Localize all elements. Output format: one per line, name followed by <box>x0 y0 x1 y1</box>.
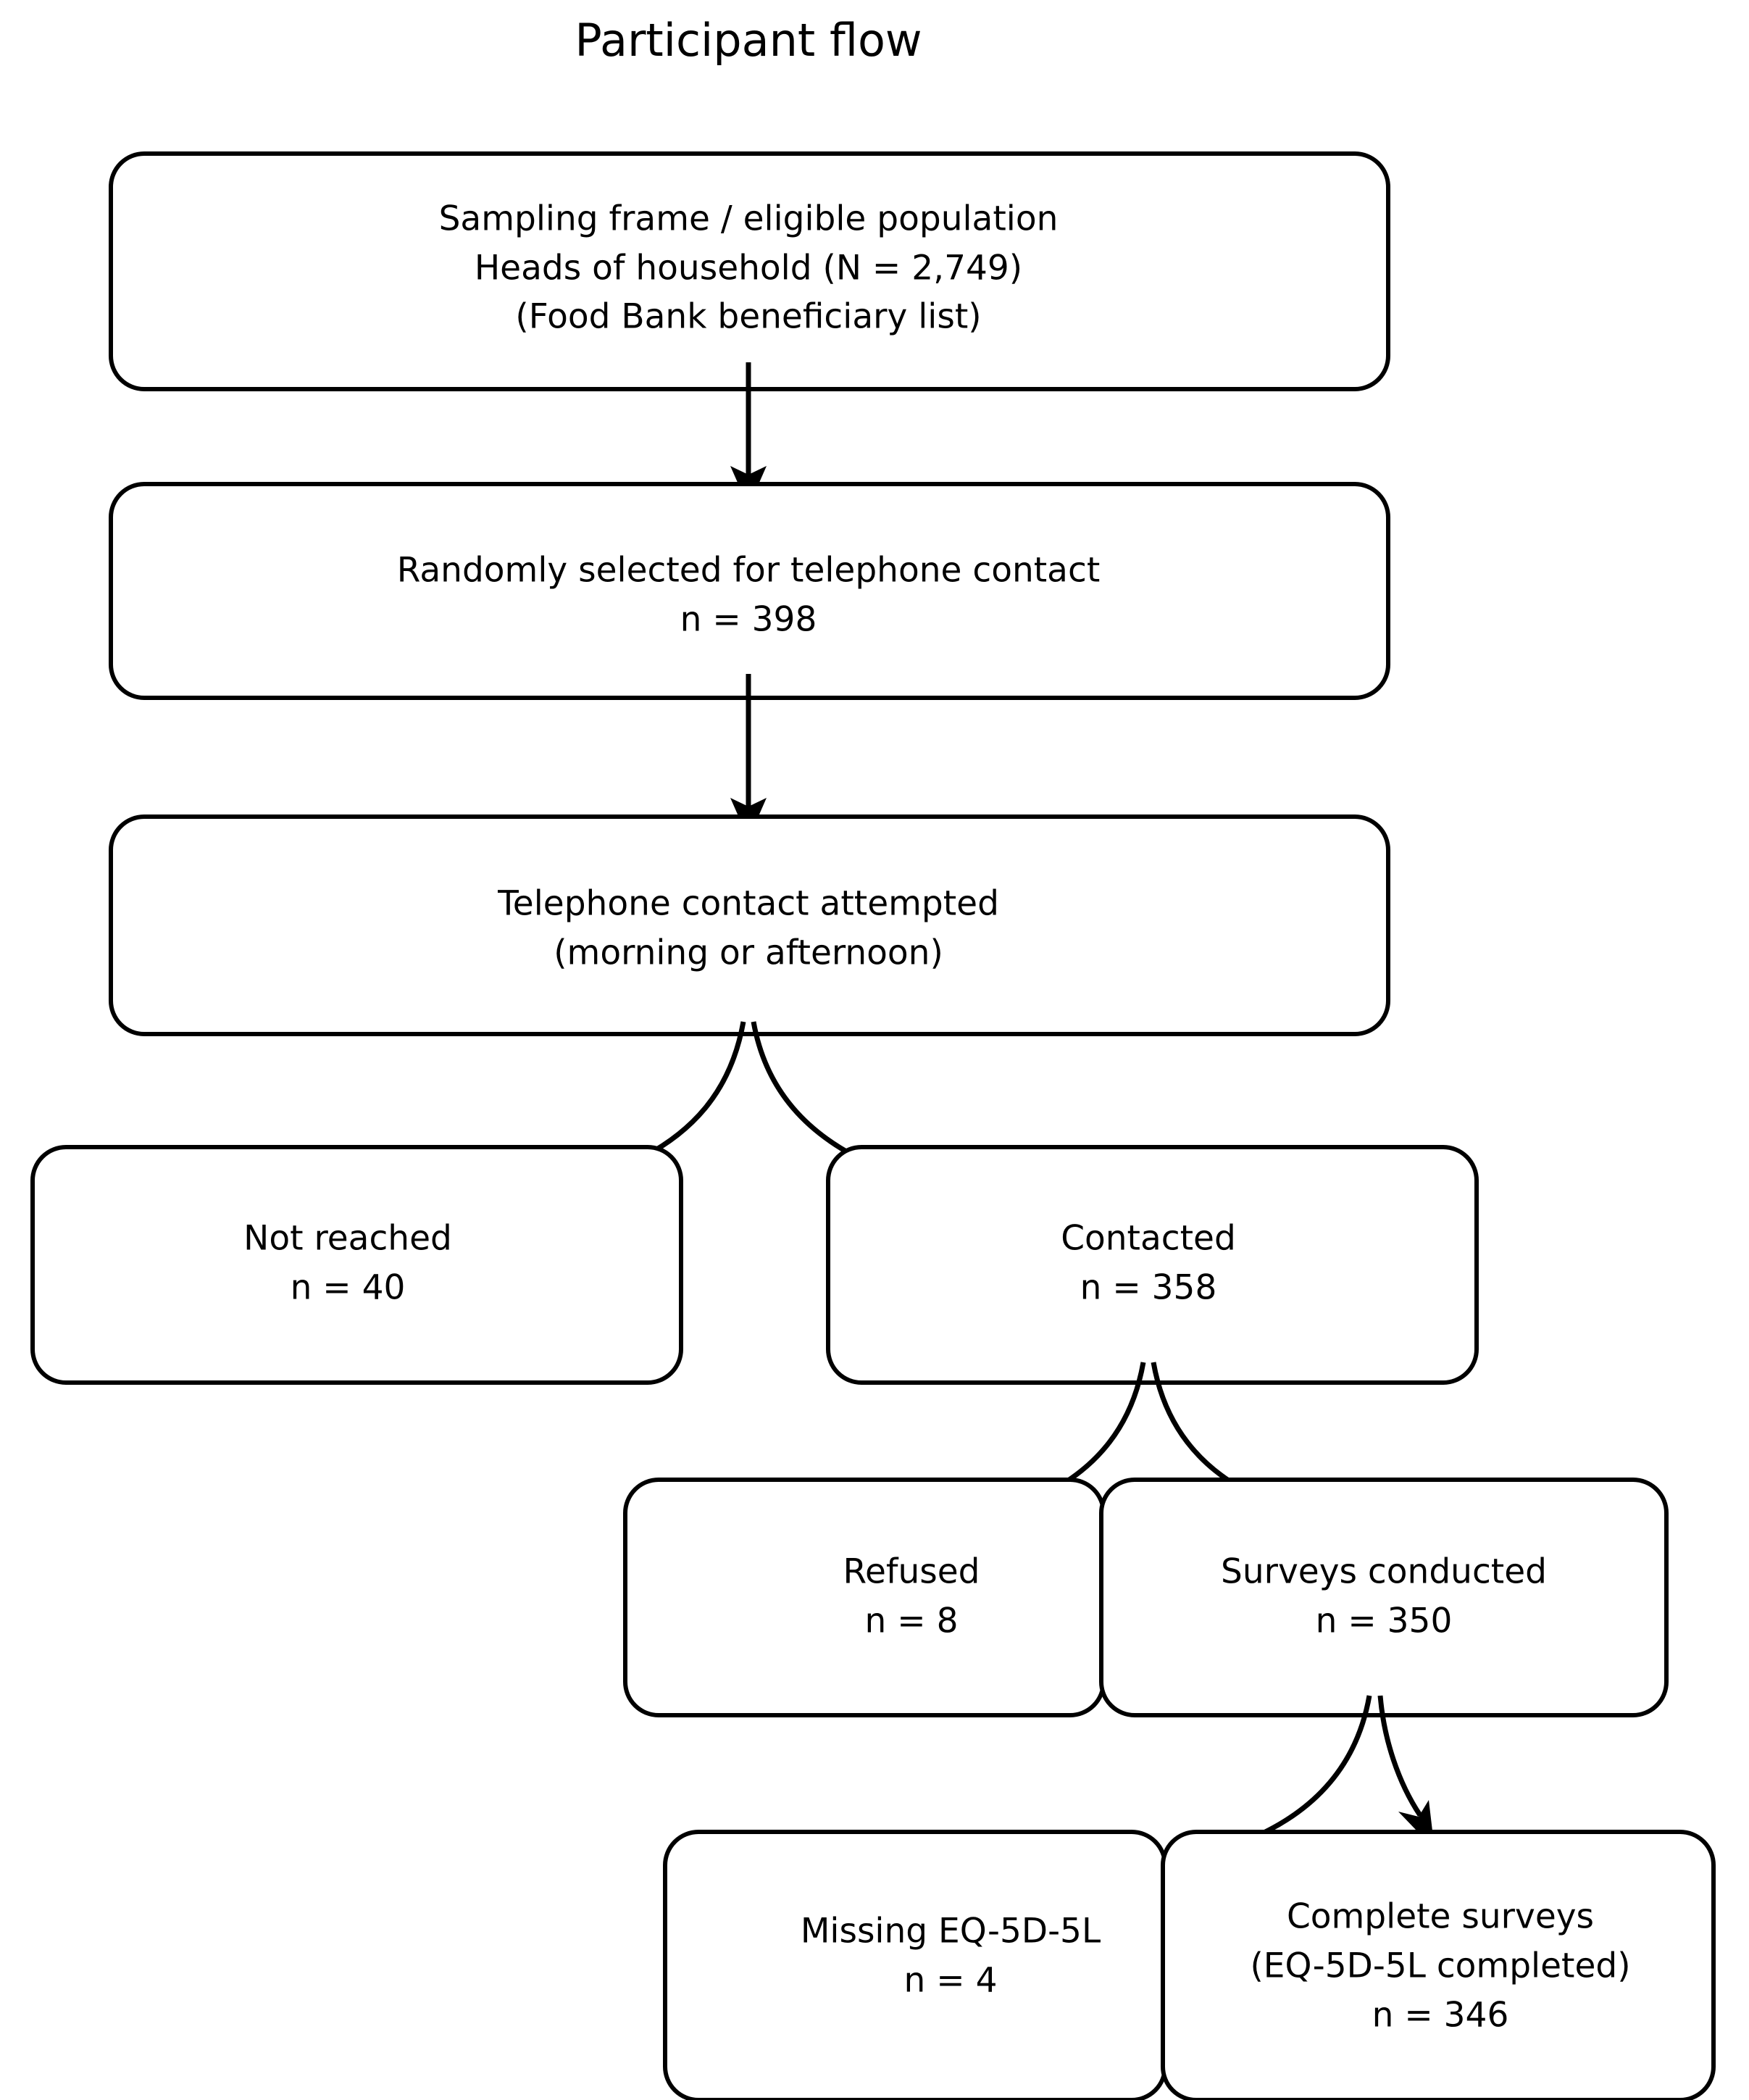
node-contacted-box <box>826 1145 1479 1385</box>
node-missing-eq5d5l: Missing EQ-5D-5L n = 4 <box>663 1830 1167 2100</box>
node-randomly-selected-line2: n = 398 <box>680 600 817 640</box>
node-randomly-selected: Randomly selected for telephone contact … <box>109 482 1390 700</box>
node-contacted-line2: n = 358 <box>1080 1268 1217 1308</box>
node-not-reached-box <box>30 1145 683 1385</box>
node-complete-surveys-line1: Complete surveys <box>1287 1897 1594 1937</box>
node-surveys-conducted-line2: n = 350 <box>1316 1601 1453 1641</box>
node-refused-line2: n = 8 <box>865 1601 959 1641</box>
edge-curve <box>1377 1695 1422 1817</box>
node-contacted: Contacted n = 358 <box>826 1145 1479 1385</box>
node-surveys-conducted-box <box>1099 1478 1669 1717</box>
node-complete-surveys-box <box>1161 1830 1716 2100</box>
node-contact-attempted: Telephone contact attempted (morning or … <box>109 814 1390 1036</box>
node-missing-eq5d5l-line2: n = 4 <box>904 1961 998 2001</box>
node-sampling-frame-line1: Sampling frame / eligible population <box>439 199 1059 239</box>
node-missing-eq5d5l-line1: Missing EQ-5D-5L <box>801 1912 1101 1951</box>
node-contact-attempted-line1: Telephone contact attempted <box>497 884 999 924</box>
node-refused-box <box>623 1478 1106 1717</box>
node-complete-surveys-line2: (EQ-5D-5L completed) <box>1250 1946 1630 1986</box>
node-complete-surveys-line3: n = 346 <box>1372 1996 1509 2036</box>
node-contact-attempted-box <box>109 814 1390 1036</box>
node-sampling-frame-line3: (Food Bank beneficiary list) <box>515 297 981 337</box>
node-contacted-line1: Contacted <box>1061 1219 1236 1259</box>
page-title: Participant flow <box>575 14 922 67</box>
node-complete-surveys: Complete surveys (EQ-5D-5L completed) n … <box>1161 1830 1716 2100</box>
node-refused: Refused n = 8 <box>623 1478 1106 1717</box>
node-not-reached: Not reached n = 40 <box>30 1145 683 1385</box>
node-surveys-conducted-line1: Surveys conducted <box>1221 1552 1547 1592</box>
node-not-reached-line2: n = 40 <box>291 1268 406 1308</box>
node-contact-attempted-line2: (morning or afternoon) <box>554 933 943 973</box>
node-randomly-selected-line1: Randomly selected for telephone contact <box>397 551 1101 591</box>
node-sampling-frame-line2: Heads of household (N = 2,749) <box>475 249 1022 288</box>
edge-surveys-conducted-to-complete-surveys <box>1377 1695 1435 1849</box>
node-sampling-frame: Sampling frame / eligible population Hea… <box>109 151 1390 391</box>
node-not-reached-line1: Not reached <box>243 1219 452 1259</box>
node-surveys-conducted: Surveys conducted n = 350 <box>1099 1478 1669 1717</box>
node-randomly-selected-box <box>109 482 1390 700</box>
node-refused-line1: Refused <box>843 1552 980 1592</box>
